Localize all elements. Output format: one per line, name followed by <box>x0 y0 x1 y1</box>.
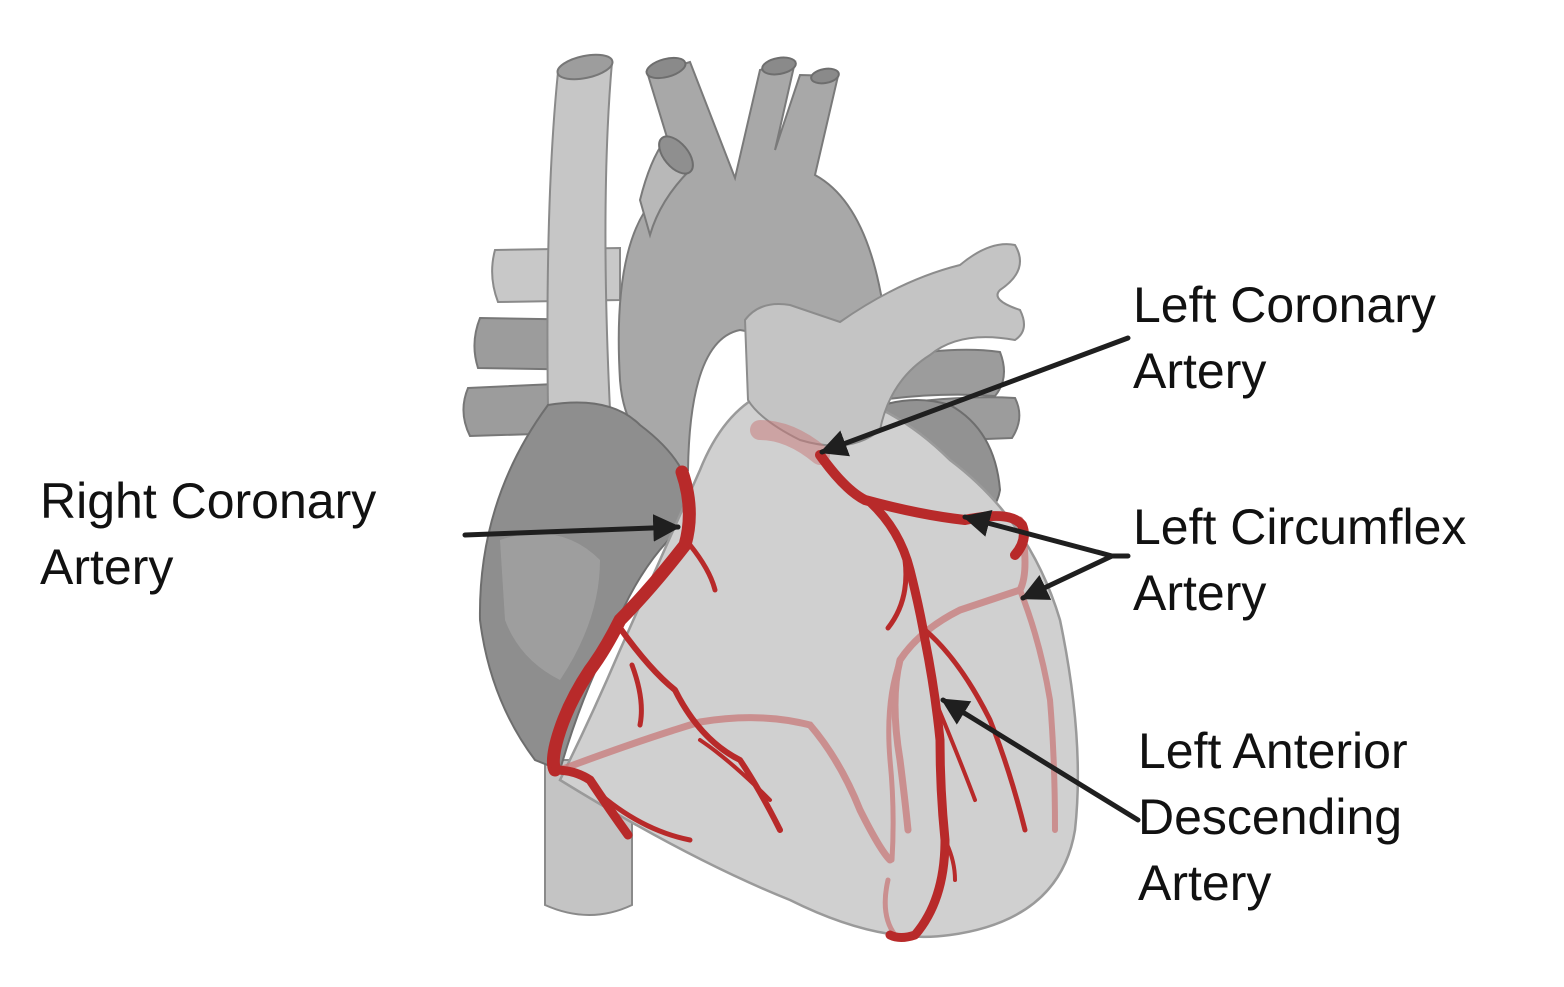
label-line: Left Coronary <box>1133 277 1436 333</box>
label-line: Left Circumflex <box>1133 499 1467 555</box>
arrow-left-coronary <box>819 335 1131 457</box>
label-line: Artery <box>1133 343 1267 399</box>
label-left-anterior-descending-artery: Left Anterior Descending Artery <box>1138 718 1408 916</box>
right-coronary-artery-vessel <box>546 465 783 843</box>
label-line: Artery <box>1138 855 1272 911</box>
pulmonary-trunk <box>743 243 1025 447</box>
arrow-right-coronary <box>462 514 681 542</box>
label-line: Artery <box>1133 565 1267 621</box>
arrow-left-circumflex-2 <box>1020 553 1115 601</box>
label-line: Right Coronary <box>40 473 377 529</box>
label-line: Left Anterior <box>1138 723 1408 779</box>
posterior-arteries <box>556 420 1058 938</box>
label-left-coronary-artery: Left Coronary Artery <box>1133 272 1436 404</box>
arrow-left-anterior-descending <box>940 697 1141 823</box>
label-line: Artery <box>40 539 174 595</box>
leader-arrows <box>462 335 1141 823</box>
label-right-coronary-artery: Right Coronary Artery <box>40 468 376 600</box>
superior-vena-cava <box>546 59 614 411</box>
label-line: Descending <box>1138 789 1403 845</box>
label-left-circumflex-artery: Left Circumflex Artery <box>1133 494 1466 626</box>
